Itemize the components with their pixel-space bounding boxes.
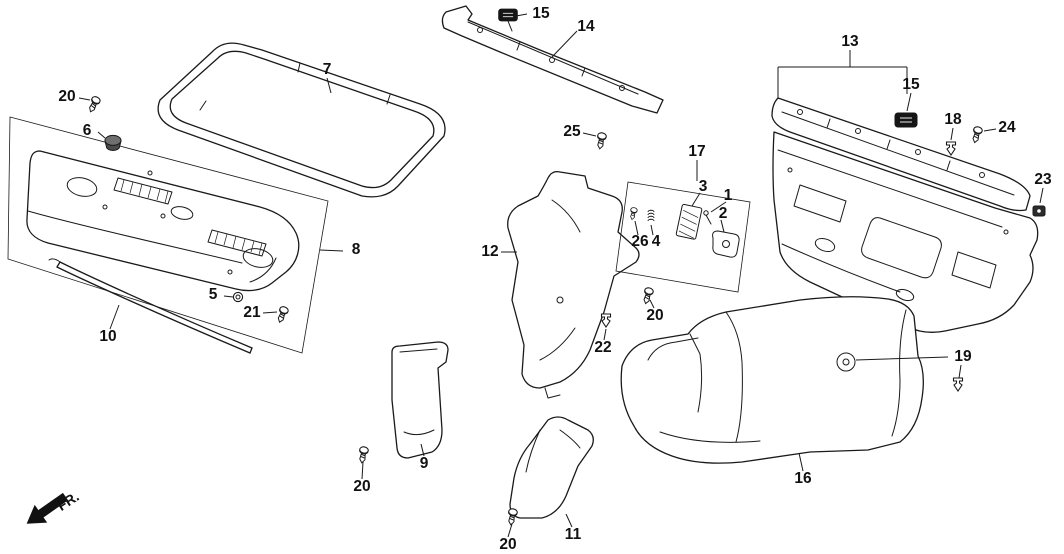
- screw-20-icon-bottomleft: [356, 445, 370, 465]
- part-10-trim-strip: [48, 258, 253, 354]
- part-11-lining: [509, 416, 594, 519]
- screw-24-icon: [969, 125, 984, 145]
- shelf-reference-frame: [7, 116, 329, 354]
- cap-6-icon: [104, 134, 122, 151]
- leader-lines: [78, 13, 1044, 538]
- part-26-bolt-icon: [628, 206, 639, 221]
- screw-21-icon: [274, 305, 290, 325]
- rear-bulkhead-panel: [772, 131, 1039, 333]
- part-3-bracket: [675, 203, 703, 240]
- part-4-spring-icon: [647, 209, 655, 222]
- part-17-hardware-group: [615, 181, 751, 293]
- clip-15-icon-right: [894, 112, 918, 128]
- nut-5-icon: [232, 291, 244, 303]
- grommet-23-icon: [1032, 205, 1046, 217]
- screw-20-icon-mid: [640, 286, 655, 306]
- part-9-lining: [391, 341, 449, 459]
- part-8-rear-tray: [26, 150, 300, 292]
- clip-19-icon: [952, 377, 964, 392]
- screw-25-icon: [594, 131, 608, 151]
- clip-22-icon: [600, 313, 612, 328]
- clip-15-stem: [507, 20, 513, 32]
- screw-20-icon-topleft: [86, 94, 102, 115]
- part-1-pin-shaft: [705, 214, 712, 225]
- part-14-crossmember: [441, 5, 664, 114]
- clip-15-icon-top: [498, 8, 518, 22]
- fr-direction-arrow: [26, 492, 69, 524]
- part-16-trunk-side-lining: [620, 296, 924, 464]
- part-13-rear-panel-garnish: [771, 97, 1031, 212]
- clip-18-icon: [945, 141, 957, 156]
- part-12-side-lining: [507, 170, 640, 399]
- part-2-striker: [712, 230, 740, 258]
- part-7-weatherstrip: [157, 42, 446, 198]
